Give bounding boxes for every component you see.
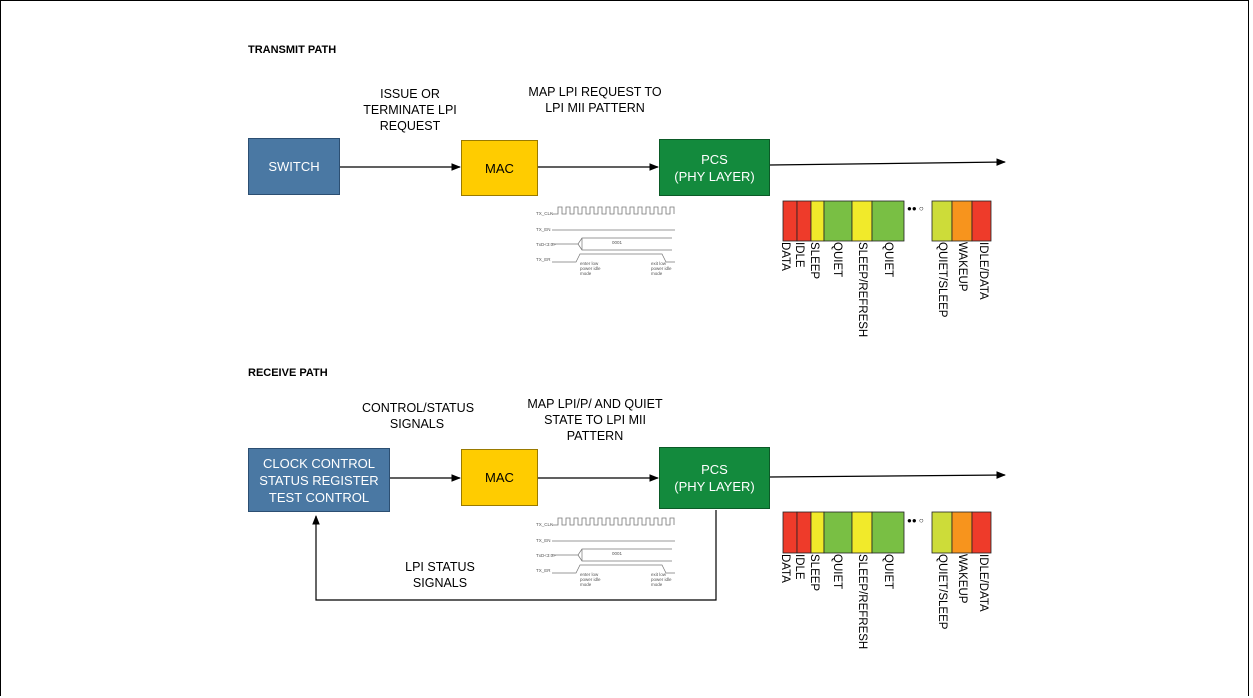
tx-seq-label: WAKEUP <box>956 242 968 292</box>
rx-sequence-ellipsis: ●● ○ <box>907 516 924 525</box>
rx-seq-label: IDLE <box>793 554 805 580</box>
tx-seq-label: DATA <box>779 242 791 271</box>
clock-control-line: STATUS REGISTER <box>259 472 379 488</box>
lpi-status-label-line: LPI STATUS <box>405 560 475 574</box>
tx-issue-label-line: TERMINATE LPI <box>363 103 457 117</box>
rx-control-label-line: SIGNALS <box>389 417 445 431</box>
rx-seq-label: SLEEP <box>808 554 820 592</box>
tx-seq-label: QUIET <box>831 242 843 278</box>
tx-sequence-ellipsis: ●● ○ <box>907 204 924 213</box>
rx-control-label: CONTROL/STATUS SIGNALS <box>362 400 475 432</box>
rx-arrow-pcs-out <box>769 471 1006 479</box>
rx-seq-label: QUIET/SLEEP <box>936 554 948 630</box>
tx-seq-label: QUIET/SLEEP <box>936 242 948 318</box>
rx-seq-label: SLEEP/REFRESH <box>856 554 868 650</box>
tx-mac-block: MAC <box>461 140 538 196</box>
receive-path-title: RECEIVE PATH <box>248 367 328 379</box>
rx-feedback-line <box>312 510 717 601</box>
clock-control-line: CLOCK CONTROL <box>263 455 375 471</box>
transmit-path-title: TRANSMIT PATH <box>248 44 337 56</box>
rx-map-label-line: STATE TO LPI MII <box>544 413 646 427</box>
rx-pcs-line: (PHY LAYER) <box>674 479 755 494</box>
rx-pcs-block: PCS (PHY LAYER) <box>659 447 770 509</box>
tx-map-label: MAP LPI REQUEST TO LPI MII PATTERN <box>510 84 680 116</box>
rx-map-label-line: PATTERN <box>566 429 624 443</box>
rx-seq-label: DATA <box>779 554 791 583</box>
tx-map-label-line: MAP LPI REQUEST TO <box>528 85 662 99</box>
rx-mac-block: MAC <box>461 449 538 506</box>
tx-seq-label: SLEEP/REFRESH <box>856 242 868 338</box>
rx-seq-label: QUIET <box>882 554 894 590</box>
tx-map-label-line: LPI MII PATTERN <box>545 101 645 115</box>
tx-pcs-block: PCS (PHY LAYER) <box>659 139 770 196</box>
tx-issue-label: ISSUE OR TERMINATE LPI REQUEST <box>355 86 465 134</box>
tx-seq-label: SLEEP <box>808 242 820 280</box>
clock-control-line: TEST CONTROL <box>268 489 370 505</box>
tx-pcs-line: (PHY LAYER) <box>674 168 755 184</box>
rx-seq-label: QUIET <box>831 554 843 590</box>
tx-seq-label: QUIET <box>882 242 894 278</box>
clock-control-block: CLOCK CONTROL STATUS REGISTER TEST CONTR… <box>248 448 390 512</box>
lpi-status-label: LPI STATUS SIGNALS <box>385 559 495 591</box>
tx-arrow-pcs-out <box>769 158 1006 166</box>
rx-seq-label: WAKEUP <box>956 554 968 604</box>
tx-seq-label: IDLE <box>793 242 805 268</box>
rx-seq-label: IDLE/DATA <box>977 554 989 612</box>
lpi-status-label-line: SIGNALS <box>412 576 468 590</box>
rx-pcs-line: PCS <box>701 462 728 477</box>
rx-control-label-line: CONTROL/STATUS <box>362 401 475 415</box>
rx-map-label: MAP LPI/P/ AND QUIET STATE TO LPI MII PA… <box>505 396 685 444</box>
tx-pcs-line: PCS <box>701 151 728 167</box>
rx-map-label-line: MAP LPI/P/ AND QUIET <box>527 397 663 411</box>
switch-block: SWITCH <box>248 138 340 195</box>
tx-seq-label: IDLE/DATA <box>977 242 989 300</box>
tx-issue-label-line: ISSUE OR <box>380 87 440 101</box>
tx-issue-label-line: REQUEST <box>379 119 441 133</box>
